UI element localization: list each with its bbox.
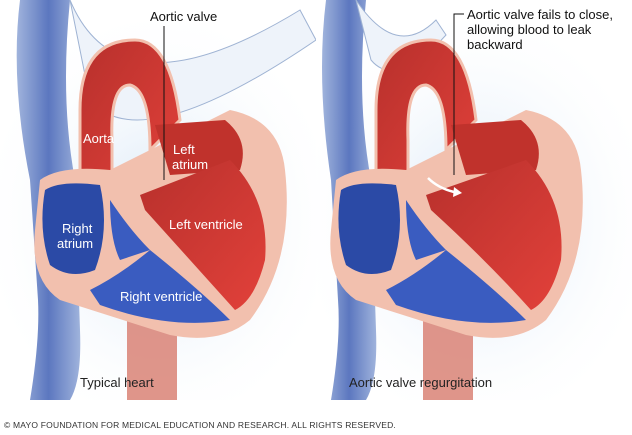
typical-heart-illustration (0, 0, 316, 400)
label-aortic-valve: Aortic valve (150, 9, 218, 24)
regurgitation-panel: Aortic valve fails to close, allowing bl… (316, 0, 632, 400)
callout-line2: allowing blood to leak (467, 22, 592, 37)
caption-typical-heart: Typical heart (80, 375, 154, 390)
label-left-atrium-line2: atrium (172, 157, 209, 172)
label-aorta: Aorta (83, 131, 115, 146)
label-left-ventricle: Left ventricle (169, 217, 243, 232)
regurgitation-illustration (316, 0, 632, 400)
label-right-atrium-line1: Right (62, 221, 93, 236)
caption-regurgitation: Aortic valve regurgitation (349, 375, 493, 390)
backflow-arrow-icon (427, 177, 455, 194)
label-right-atrium-line2: atrium (57, 236, 94, 251)
copyright-notice: © MAYO FOUNDATION FOR MEDICAL EDUCATION … (4, 420, 396, 430)
label-right-ventricle: Right ventricle (120, 289, 203, 304)
label-left-atrium-line1: Left (173, 142, 195, 157)
callout-line1: Aortic valve fails to close, (467, 7, 613, 22)
typical-heart-panel: Aortic valve Aorta Left atrium Right atr… (0, 0, 316, 400)
callout-line3: backward (467, 37, 523, 52)
